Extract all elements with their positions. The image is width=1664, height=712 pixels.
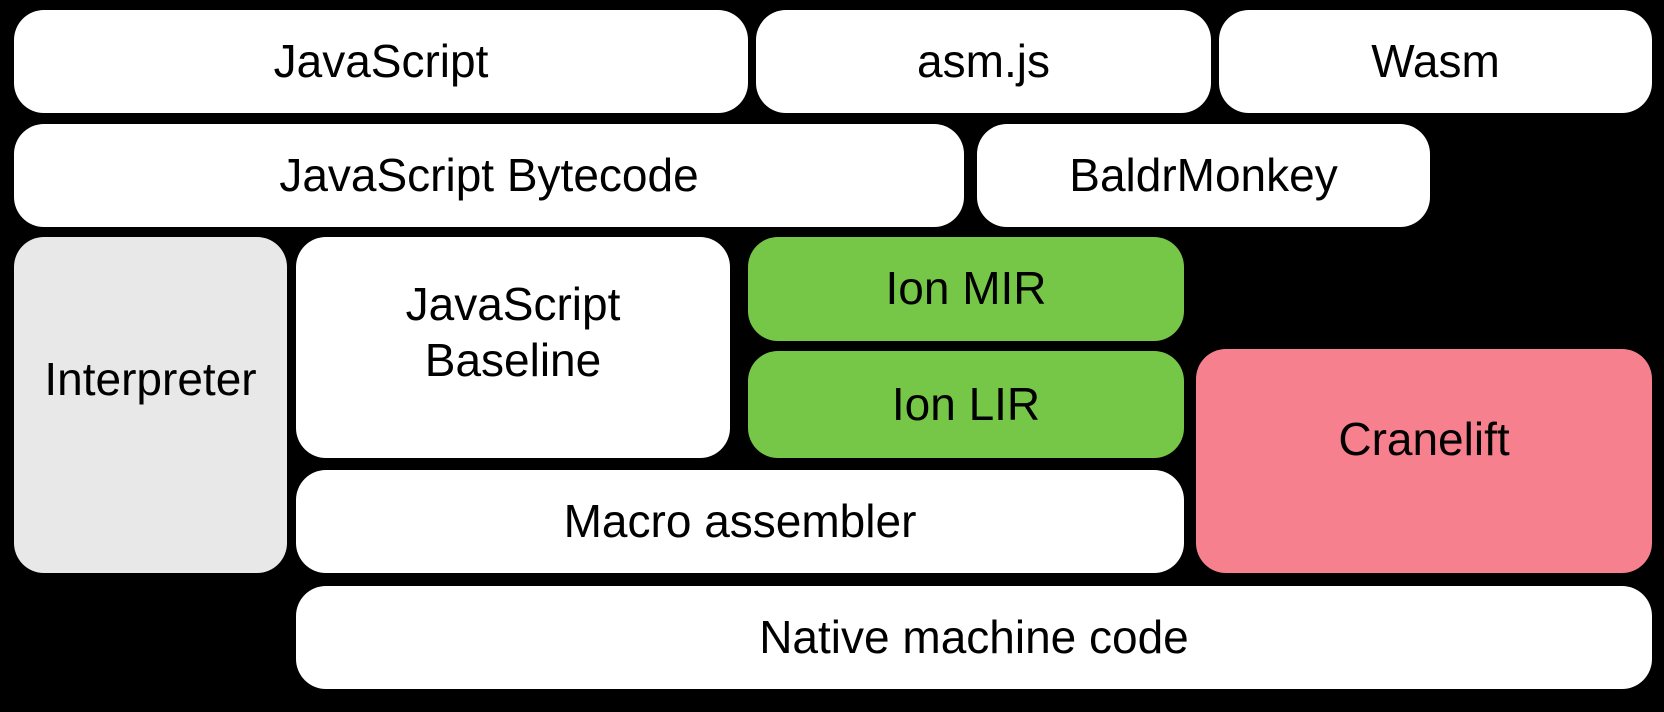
box-javascript-bytecode-label: JavaScript Bytecode xyxy=(279,148,699,201)
box-native-machine-code: Native machine code xyxy=(296,586,1652,689)
box-interpreter: Interpreter xyxy=(14,237,287,573)
box-asmjs-label: asm.js xyxy=(917,34,1050,87)
box-cranelift-label: Cranelift xyxy=(1338,413,1510,466)
box-ion-lir-label: Ion LIR xyxy=(891,377,1041,430)
box-ion-lir: Ion LIR xyxy=(748,351,1184,458)
box-javascript-baseline-label: JavaScript Baseline xyxy=(405,278,621,386)
box-ion-mir: Ion MIR xyxy=(748,237,1184,341)
box-javascript-baseline: JavaScript Baseline xyxy=(296,237,730,458)
box-native-machine-code-label: Native machine code xyxy=(759,610,1189,663)
box-wasm: Wasm xyxy=(1219,10,1652,113)
box-macro-assembler: Macro assembler xyxy=(296,470,1184,573)
box-javascript: JavaScript xyxy=(14,10,748,113)
box-javascript-label: JavaScript xyxy=(273,34,489,87)
box-javascript-bytecode: JavaScript Bytecode xyxy=(14,124,964,227)
box-ion-mir-label: Ion MIR xyxy=(885,262,1047,315)
box-baldrmonkey-label: BaldrMonkey xyxy=(1069,148,1338,201)
box-interpreter-label: Interpreter xyxy=(44,353,257,406)
box-asmjs: asm.js xyxy=(756,10,1211,113)
box-wasm-label: Wasm xyxy=(1371,34,1500,87)
box-baldrmonkey: BaldrMonkey xyxy=(977,124,1430,227)
box-macro-assembler-label: Macro assembler xyxy=(563,494,917,547)
box-cranelift: Cranelift xyxy=(1196,349,1652,573)
